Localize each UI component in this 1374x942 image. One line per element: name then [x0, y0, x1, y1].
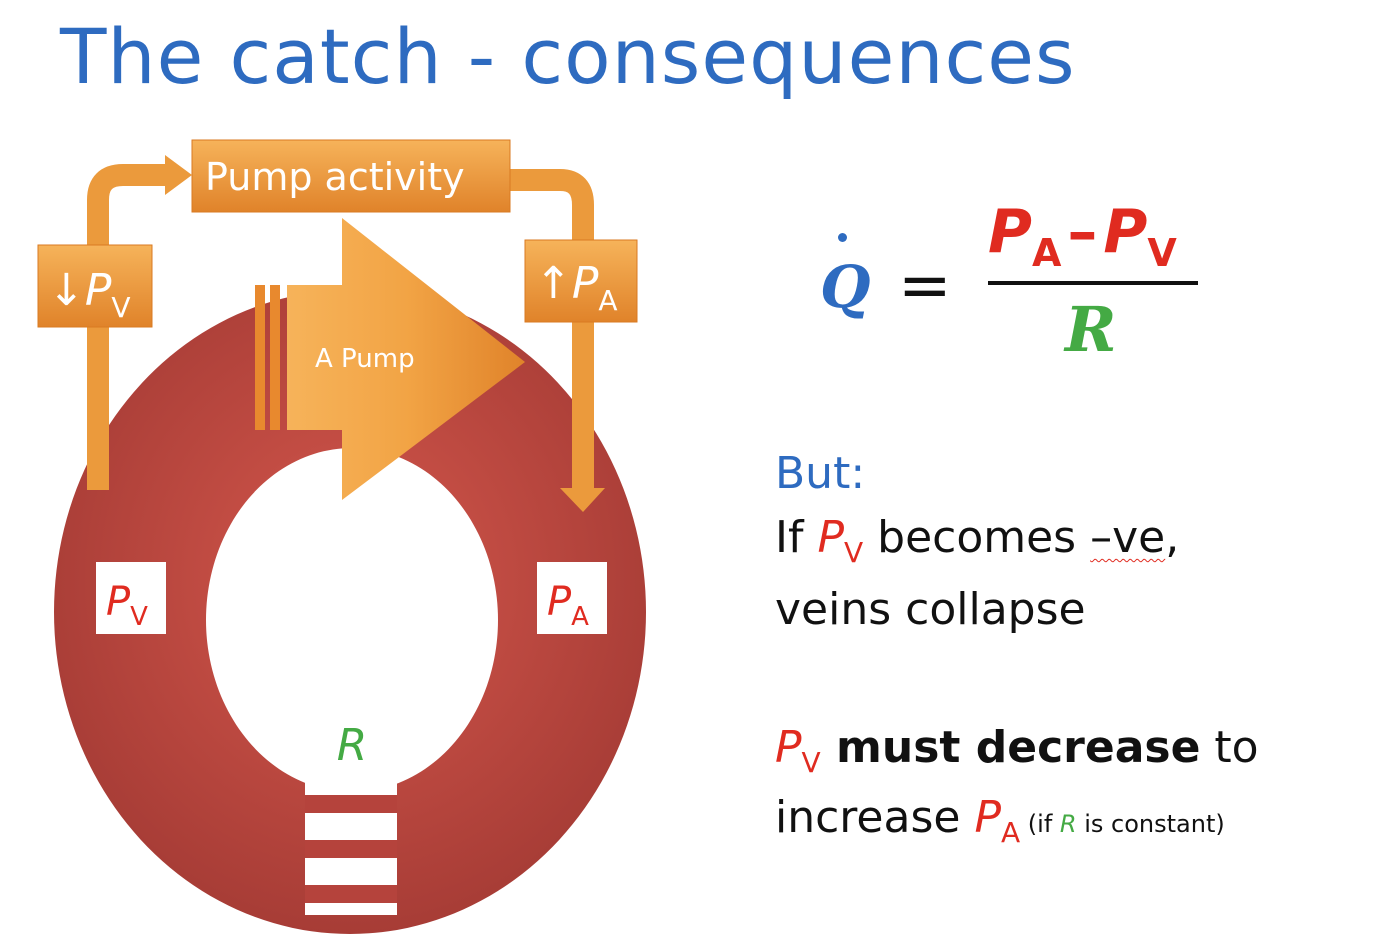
pump-activity-box: [191, 139, 511, 213]
q-dot: [838, 233, 847, 242]
pa-sub: A: [1001, 816, 1021, 849]
up-arrow-icon: ↑: [535, 258, 572, 309]
right-feedback-pipe: [505, 169, 594, 490]
must-decrease: must decrease: [820, 722, 1201, 773]
svg-text:PA: PA: [547, 579, 589, 632]
pump-activity-label: Pump activity: [205, 155, 465, 199]
equation-numerator: PA–PV: [988, 197, 1177, 275]
text-line-1: If PV becomes –ve,: [775, 512, 1179, 569]
if-open: (if: [1020, 810, 1060, 838]
right-box-sub: A: [598, 284, 617, 317]
pa-label-symbol: P: [547, 579, 572, 625]
but-heading: But:: [775, 448, 866, 499]
pv-sub: V: [844, 536, 864, 569]
pv2-sub: V: [801, 746, 821, 779]
resistance-bars: [305, 755, 397, 915]
text-line-4: increase PA (if R is constant): [775, 792, 1225, 849]
if-word: If: [775, 512, 818, 563]
pump-label: A Pump: [315, 344, 415, 374]
pump-arrow: [255, 218, 525, 500]
pv-label-symbol: P: [106, 579, 131, 625]
num-p2: P: [1103, 197, 1148, 267]
text-line-2: veins collapse: [775, 584, 1086, 635]
r-symbol: R: [1059, 810, 1077, 838]
pv-label-box: [96, 562, 166, 634]
becomes-word: becomes: [863, 512, 1091, 563]
left-feedback-pipe: [87, 164, 170, 490]
pa-label-sub: A: [571, 602, 589, 632]
num-s2: V: [1147, 231, 1177, 275]
pa-label-box: [537, 562, 607, 634]
flow-equation: Q = PA–PV R: [820, 197, 1220, 366]
num-p1: P: [988, 197, 1032, 267]
svg-text:↑PA: ↑PA: [535, 258, 618, 317]
pa-symbol: P: [974, 792, 1001, 843]
right-pipe-arrowhead: [560, 488, 605, 512]
num-minus: –: [1067, 197, 1098, 267]
text-line-3: PV must decrease to: [775, 722, 1259, 779]
left-box-sub: V: [111, 291, 130, 324]
equation-denominator: R: [1065, 293, 1117, 366]
equals-sign: =: [898, 249, 952, 323]
num-s1: A: [1031, 231, 1062, 275]
comma: ,: [1165, 512, 1180, 563]
left-pipe-arrowhead: [165, 155, 192, 195]
right-box-symbol: P: [572, 258, 599, 309]
increase-word: increase: [775, 792, 975, 843]
pv-symbol: P: [817, 512, 844, 563]
svg-text:↓PV: ↓PV: [48, 265, 131, 324]
pv-label-sub: V: [130, 602, 148, 632]
negative-word: –ve: [1090, 512, 1166, 563]
left-box-symbol: P: [85, 265, 112, 316]
left-pv-box: [37, 244, 153, 328]
circulation-ring: [54, 290, 647, 935]
down-arrow-icon: ↓: [48, 265, 85, 316]
pv2-symbol: P: [775, 722, 802, 773]
right-pa-box: [524, 239, 638, 323]
to-word: to: [1200, 722, 1259, 773]
page-title: The catch - consequences: [60, 12, 1076, 101]
circulation-diagram: R Pump activity ↓PV ↑PA A Pump PV PA: [37, 139, 647, 935]
fraction-line: [988, 281, 1198, 285]
flow-symbol: Q: [820, 253, 871, 321]
svg-text:PV: PV: [106, 579, 148, 632]
resistance-label: R: [337, 720, 368, 771]
constant-text: is constant): [1076, 810, 1225, 838]
